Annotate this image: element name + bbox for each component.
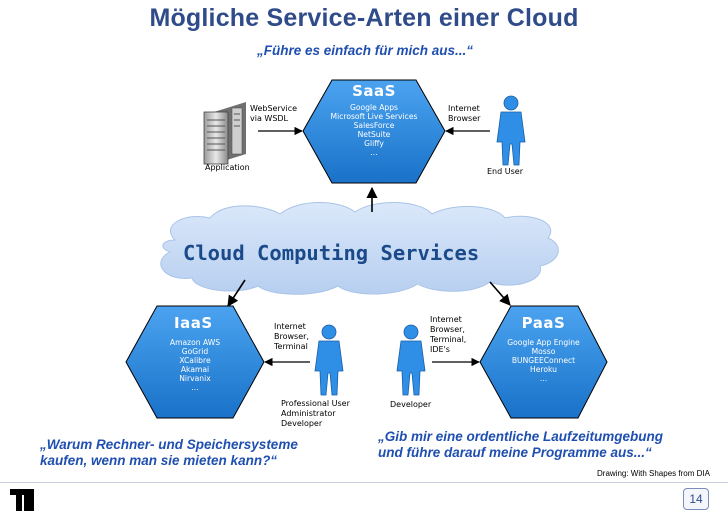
paas-title: PaaS xyxy=(521,314,566,332)
saas-title: SaaS xyxy=(352,82,396,100)
paas-item: ... xyxy=(539,374,548,383)
saas-access-line: Browser xyxy=(448,114,481,123)
iaas-users-line: Developer xyxy=(281,419,323,428)
saas-content: SaaS Google Apps Microsoft Live Services… xyxy=(303,82,445,157)
webservice-label: WebService via WSDL xyxy=(250,104,297,124)
arrow-cloud-to-paas xyxy=(489,281,511,306)
end-user-label: End User xyxy=(487,167,523,176)
paas-item: Mosso xyxy=(531,347,556,356)
iaas-title: IaaS xyxy=(174,314,213,332)
iaas-quote: „Warum Rechner- und Speichersysteme kauf… xyxy=(40,437,298,469)
iaas-access-line: Terminal xyxy=(274,342,308,351)
drawing-credit: Drawing: With Shapes from DIA xyxy=(597,469,710,478)
paas-content: PaaS Google App Engine Mosso BUNGEEConne… xyxy=(480,314,607,383)
iaas-item: Nirvanix xyxy=(179,374,211,383)
developer-icon xyxy=(396,324,426,396)
saas-item: Google Apps xyxy=(350,103,398,112)
iaas-content: IaaS Amazon AWS GoGrid XCalibre Akamai N… xyxy=(126,314,264,392)
webservice-label-line: via WSDL xyxy=(250,114,289,123)
iaas-users-line: Professional User xyxy=(281,399,350,408)
paas-item: Google App Engine xyxy=(507,338,580,347)
paas-quote-line: „Gib mir eine ordentliche Laufzeitumgebu… xyxy=(378,429,664,444)
paas-hexagon xyxy=(479,305,608,419)
saas-access-label: Internet Browser xyxy=(448,104,480,124)
application-label: Application xyxy=(205,163,250,172)
page-title: Mögliche Service-Arten einer Cloud xyxy=(149,4,579,32)
paas-item: Heroku xyxy=(530,365,557,374)
iaas-item: ... xyxy=(191,383,199,392)
paas-item: BUNGEEConnect xyxy=(511,356,576,365)
paas-access-line: Browser, xyxy=(430,325,465,334)
saas-item: ... xyxy=(370,148,378,157)
saas-access-line: Internet xyxy=(448,104,480,113)
paas-access-line: Internet xyxy=(430,315,462,324)
cloud-shape xyxy=(160,202,559,295)
server-icon xyxy=(203,102,246,165)
saas-item: Gliffy xyxy=(364,139,384,148)
iaas-quote-line: „Warum Rechner- und Speichersysteme xyxy=(40,437,298,452)
footer-divider xyxy=(0,482,728,483)
iaas-access-line: Browser, xyxy=(274,332,309,341)
iaas-quote-line: kaufen, wenn man sie mieten kann?“ xyxy=(40,453,278,468)
paas-access-line: IDE's xyxy=(430,345,450,354)
iaas-item: XCalibre xyxy=(179,356,211,365)
iaas-item: Amazon AWS xyxy=(169,338,221,347)
saas-hexagon xyxy=(302,79,446,184)
saas-item: Microsoft Live Services xyxy=(330,112,418,121)
paas-access-label: Internet Browser, Terminal, IDE's xyxy=(430,315,466,355)
paas-quote: „Gib mir eine ordentliche Laufzeitumgebu… xyxy=(378,429,663,461)
university-logo xyxy=(10,489,34,511)
paas-quote-line: und führe darauf meine Programme aus...“ xyxy=(378,445,652,460)
iaas-item: GoGrid xyxy=(181,347,209,356)
iaas-users-label: Professional User Administrator Develope… xyxy=(281,399,350,429)
paas-access-line: Terminal, xyxy=(430,335,467,344)
paas-user-label: Developer xyxy=(390,400,432,409)
iaas-access-label: Internet Browser, Terminal xyxy=(274,322,309,352)
saas-item: NetSuite xyxy=(357,130,391,139)
end-user-icon xyxy=(496,95,526,166)
saas-item: SalesForce xyxy=(353,121,395,130)
iaas-users-line: Administrator xyxy=(281,409,336,418)
iaas-item: Akamai xyxy=(180,365,210,374)
iaas-access-line: Internet xyxy=(274,322,306,331)
arrow-cloud-to-iaas xyxy=(227,279,246,307)
webservice-label-line: WebService xyxy=(250,104,298,113)
saas-quote: „Führe es einfach für mich aus...“ xyxy=(257,43,474,58)
cloud-label: Cloud Computing Services xyxy=(183,241,480,265)
page-number: 14 xyxy=(683,488,709,510)
professional-user-icon xyxy=(314,324,344,396)
